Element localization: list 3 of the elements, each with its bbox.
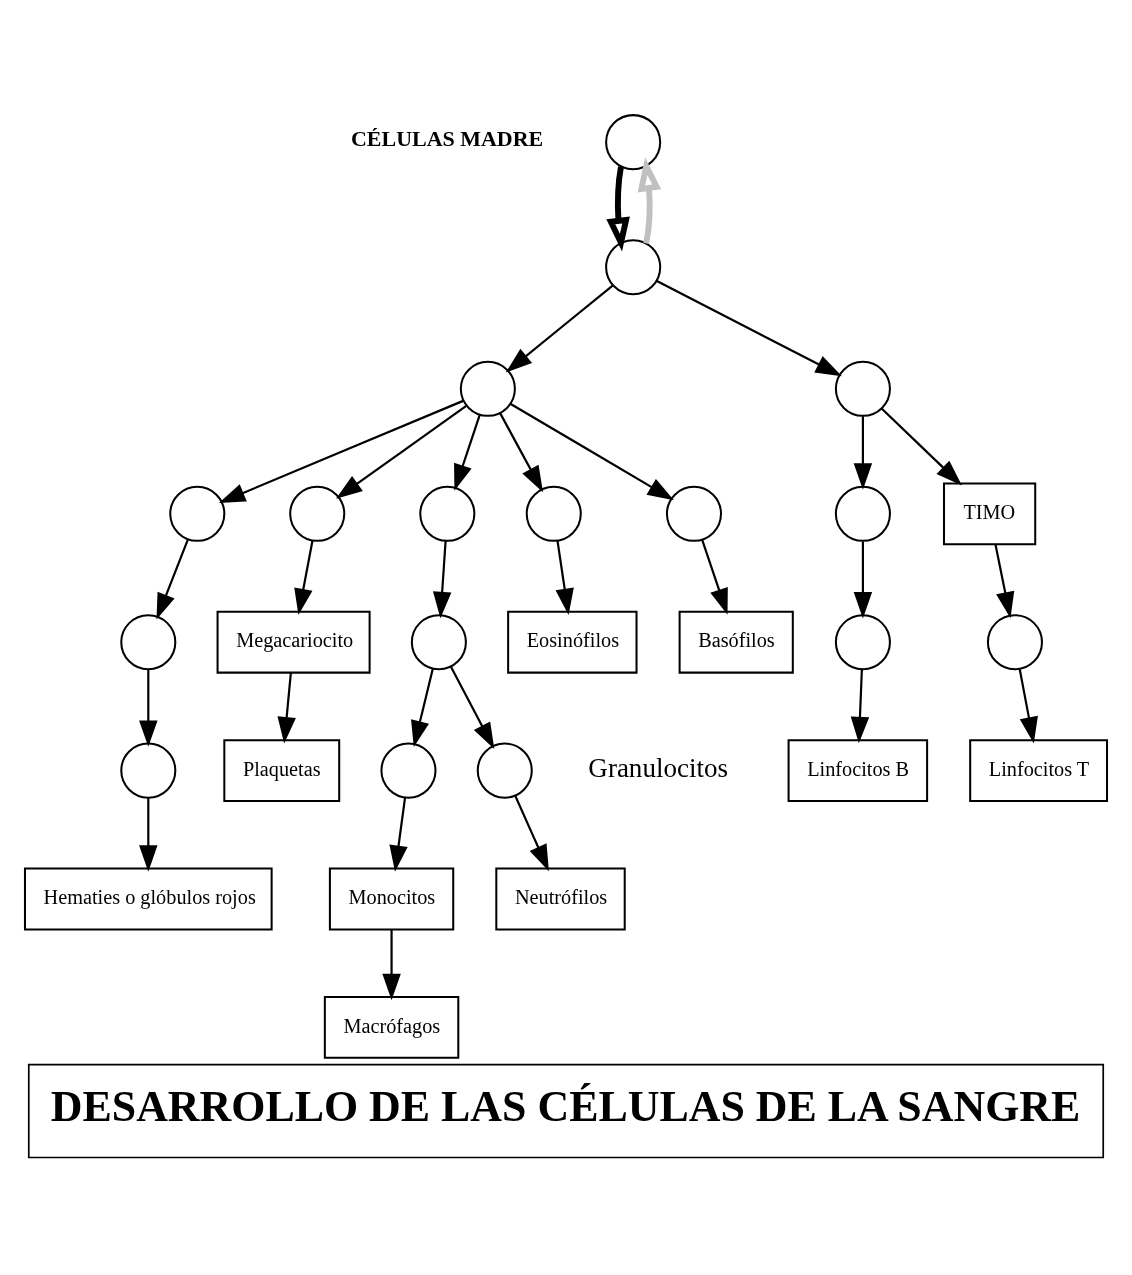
diagram-title: DESARROLLO DE LAS CÉLULAS DE LA SANGRE xyxy=(50,1081,1081,1131)
label: CÉLULAS MADRE xyxy=(351,125,544,151)
label: Granulocitos xyxy=(588,752,728,783)
